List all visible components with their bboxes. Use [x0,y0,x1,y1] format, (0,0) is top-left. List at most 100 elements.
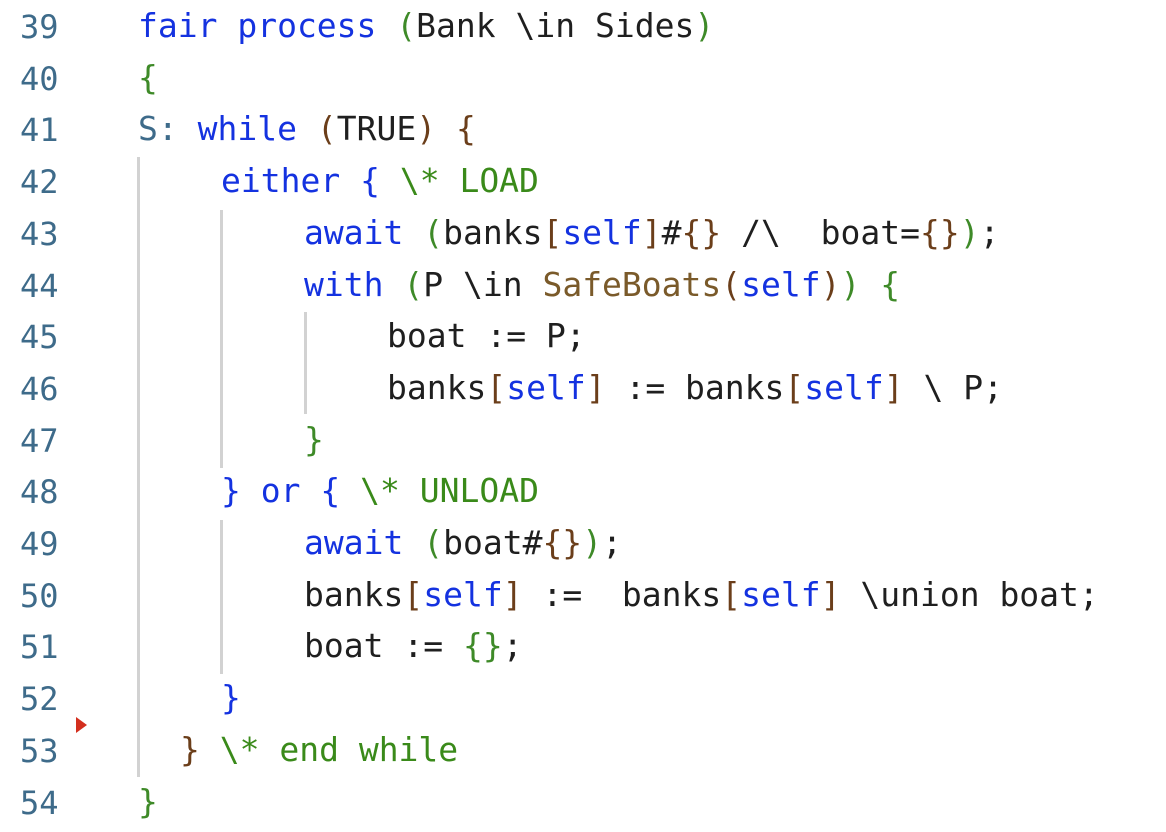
code-text: { [138,59,158,96]
code-token: \ P; [903,367,1003,407]
code-token: := banks [605,367,785,407]
code-token: \* end while [219,729,459,769]
code-token: [ [542,212,563,252]
code-token: ( [721,264,742,304]
code-token: fair process [138,6,377,45]
code-token: self [562,212,642,252]
code-token: ] [820,574,841,614]
code-text: } \* end while [180,729,459,769]
code-token: SafeBoats [542,264,722,304]
code-token: ( [423,212,444,252]
code-token: either [221,161,341,201]
code-token [376,6,396,45]
code-token: {} [919,212,960,252]
code-token [297,109,317,148]
code-line[interactable]: 43 await (banks[self]#{} /\ boat={}); [0,207,1166,259]
code-text: } [138,781,158,821]
line-number: 43 [20,214,59,253]
code-token: } [304,419,324,459]
code-text: } [304,419,324,459]
code-token: ( [423,523,444,562]
code-token [200,730,220,769]
line-number: 44 [20,266,59,305]
code-text: with (P \in SafeBoats(self)) { [304,264,900,304]
line-number: 39 [20,8,59,46]
code-token: ] [641,212,662,252]
code-text: await (boat#{}); [304,525,622,561]
code-token: { [360,161,380,201]
line-number: 46 [20,369,59,408]
code-token: self [741,264,821,304]
code-line[interactable]: 54} [0,776,1166,828]
code-token: {} [462,626,503,666]
code-token [340,161,360,200]
code-token: } [221,678,241,718]
code-text: banks[self] := banks[self] \ P; [387,367,1003,407]
code-token [436,109,456,148]
code-token: [ [784,367,805,407]
code-line[interactable]: 47} [0,414,1166,466]
code-line[interactable]: 40 { [0,52,1166,104]
indent-guide-with [304,312,307,414]
code-token: Bank \in Sides [416,6,695,45]
code-token [383,265,403,304]
code-token: await [304,523,404,562]
code-text: S: while (TRUE) { [138,111,476,147]
code-token: self [423,574,503,614]
code-token: self [506,367,586,407]
code-text: banks[self] := banks[self] \union boat; [304,574,1099,614]
code-token [860,265,880,304]
code-line[interactable]: 42 either { \* LOAD [0,155,1166,207]
code-token: ] [585,367,606,407]
code-line[interactable]: 53} \* end while [0,724,1166,776]
code-token: while [197,109,297,149]
code-token: boat# [443,523,543,562]
code-token: } [138,781,158,821]
code-token: ( [316,109,337,149]
code-line[interactable]: 44 with (P \in SafeBoats(self)) { [0,259,1166,311]
line-number: 45 [20,318,59,357]
code-token: ) [416,109,437,149]
code-token: [ [721,574,742,614]
code-line[interactable]: 45 boat := P; [0,310,1166,362]
code-token: {} [681,212,722,252]
code-token: banks [387,367,487,407]
line-number: 40 [20,59,59,98]
indent-guide-while [137,157,140,777]
line-number: 47 [20,421,59,460]
breakpoint-marker-icon[interactable] [76,717,87,733]
code-line[interactable]: 52} [0,672,1166,724]
code-token: self [741,574,821,614]
code-token: } [180,729,200,769]
code-token: \* LOAD [399,161,539,201]
line-number: 53 [20,731,59,770]
code-token [241,471,261,510]
code-token: ) [959,212,980,252]
line-number: 52 [20,680,59,719]
code-line[interactable]: 49 await (boat#{}); [0,517,1166,569]
code-text: boat := P; [387,318,586,354]
code-token: [ [403,574,424,614]
code-text: await (banks[self]#{} /\ boat={}); [304,212,999,252]
code-line[interactable]: 48} or { \* UNLOAD [0,465,1166,517]
code-token: /\ boat= [721,212,920,252]
code-token: { [455,109,476,149]
code-token: ) [694,6,715,45]
line-number: 48 [20,473,59,512]
code-token [301,471,321,510]
code-token [178,109,198,148]
code-line[interactable]: 39 fair process (Bank \in Sides) [0,0,1166,52]
code-token: ( [396,6,417,45]
code-token: ) [582,523,603,562]
code-token: { [320,471,341,511]
code-token: \* UNLOAD [360,471,539,511]
code-text: fair process (Bank \in Sides) [138,8,714,44]
line-number: 42 [20,163,59,202]
code-text: } [221,680,241,716]
line-number: 49 [20,525,59,563]
